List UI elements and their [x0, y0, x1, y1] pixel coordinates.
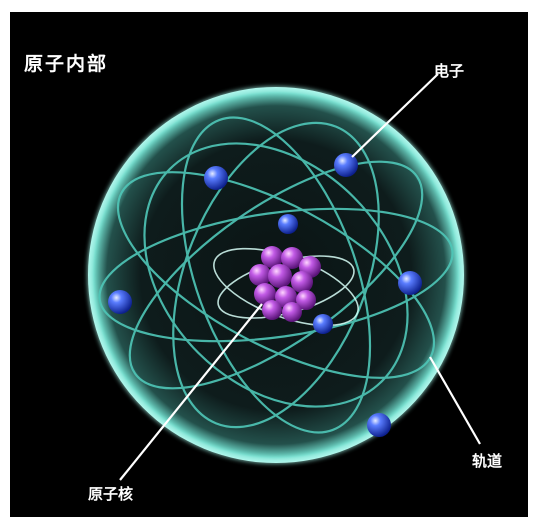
orbit-path: [128, 160, 424, 390]
nucleus-label: 原子核: [88, 485, 134, 503]
electrons: [108, 153, 422, 437]
electron: [367, 413, 391, 437]
orbit-path: [143, 142, 409, 408]
atom-illustration: [87, 73, 481, 481]
orbit-pointer: [429, 356, 481, 445]
diagram-title: 原子内部: [24, 53, 109, 75]
orbit-path: [98, 207, 454, 343]
electron: [398, 271, 422, 295]
nucleus-pointer: [119, 303, 263, 481]
atom-diagram: 原子内部 电子 轨道 原子核: [10, 12, 528, 517]
electron: [334, 153, 358, 177]
electron: [204, 166, 228, 190]
orbit-path: [180, 116, 372, 434]
orbit-path: [172, 121, 380, 429]
pointer-lines: [119, 73, 481, 481]
orbit-label: 轨道: [472, 452, 503, 470]
electron: [278, 214, 298, 234]
electron-pointer: [351, 73, 439, 158]
atom-sphere-glow: [87, 86, 465, 464]
orbits: [98, 116, 454, 434]
nucleus: [249, 246, 321, 322]
electron: [313, 314, 333, 334]
electron-label: 电子: [434, 62, 465, 80]
electron: [108, 290, 132, 314]
